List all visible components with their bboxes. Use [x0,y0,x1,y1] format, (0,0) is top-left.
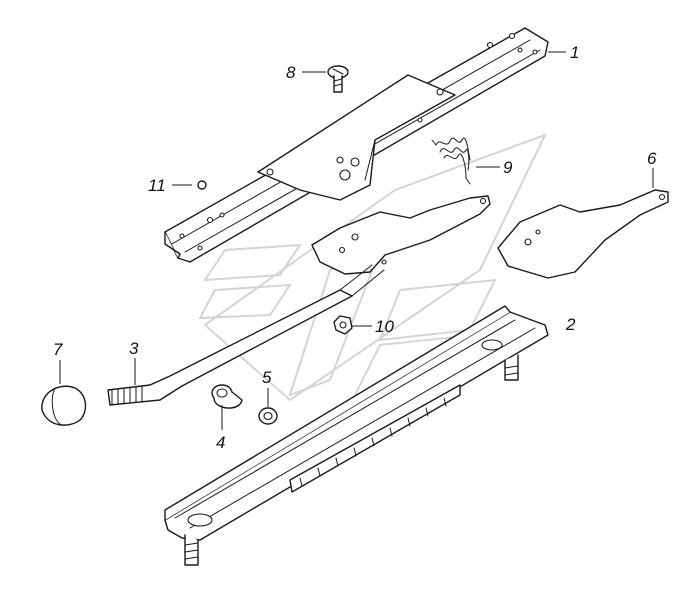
callout-label-1: 1 [570,43,579,62]
release-rod-3 [107,264,385,406]
callout-8: 8 [286,63,326,82]
nut-10 [333,315,353,335]
callout-11: 11 [148,176,192,195]
callout-9: 9 [476,158,513,177]
callout-label-5: 5 [262,368,272,387]
callout-7: 7 [53,340,63,384]
left-lever-plate [311,195,491,275]
right-lever-plate-6 [497,189,669,279]
callout-label-7: 7 [53,340,63,359]
screw-8 [327,65,349,93]
callout-label-10: 10 [375,317,394,336]
callout-4: 4 [216,405,225,452]
callout-label-2: 2 [565,315,576,334]
ball-11 [197,180,207,190]
callout-10: 10 [352,317,394,336]
callout-5: 5 [262,368,272,407]
upper-slide-rail [164,27,549,263]
callout-3: 3 [129,339,139,385]
lower-slide-rail-2 [164,305,549,566]
callout-label-6: 6 [647,149,657,168]
callout-label-8: 8 [286,63,296,82]
knob-7 [41,385,87,426]
callout-label-3: 3 [129,339,139,358]
bushing-4 [211,384,243,409]
callout-label-11: 11 [148,176,166,195]
washer-5 [258,407,278,425]
callout-label-9: 9 [503,158,513,177]
spring-9 [431,137,471,185]
callout-1: 1 [548,43,579,62]
callout-6: 6 [647,149,657,188]
callout-2: 2 [565,315,576,334]
callout-label-4: 4 [216,433,225,452]
